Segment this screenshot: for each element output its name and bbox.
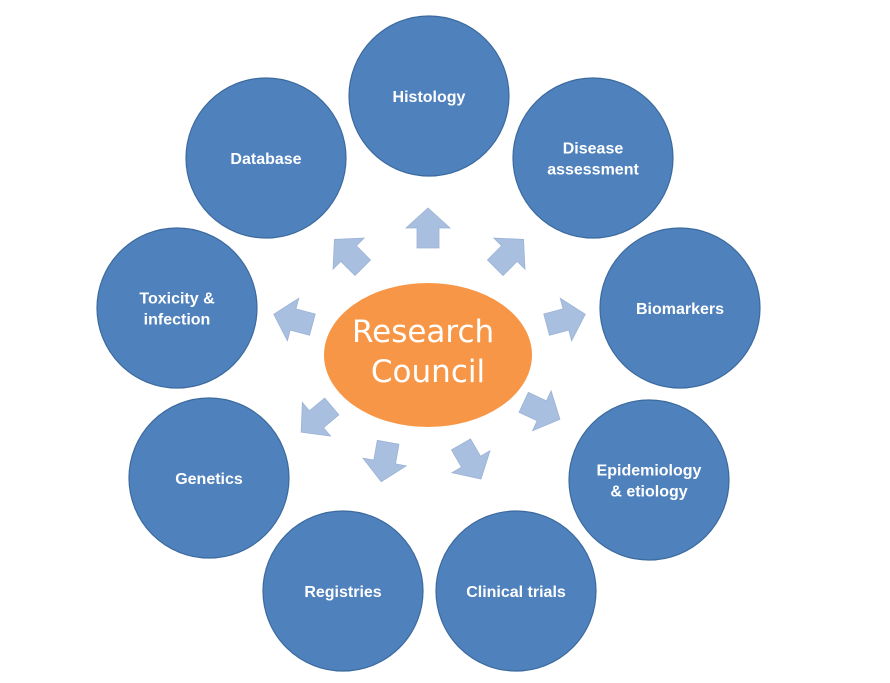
arrow-to-toxicity-infection	[273, 297, 316, 342]
node-label: Histology	[393, 89, 466, 106]
center-label-line-1: Research	[352, 314, 494, 350]
node-circle	[568, 399, 730, 561]
center-label-line-2: Council	[371, 354, 485, 390]
arrow-to-disease-assessment	[486, 237, 526, 277]
arrows-group	[273, 207, 586, 483]
node-epidemiology-etiology: Epidemiology & etiology	[568, 399, 730, 561]
node-label: Registries	[304, 584, 381, 601]
node-label: Clinical trials	[466, 584, 566, 601]
center-label: Research Council	[352, 314, 504, 390]
node-label-line: infection	[144, 312, 211, 329]
arrow-to-histology	[404, 207, 452, 249]
node-label-line: Registries	[304, 584, 381, 601]
node-circle	[185, 77, 347, 239]
node-label-line: Epidemiology	[597, 463, 702, 480]
node-label-line: assessment	[547, 162, 639, 179]
arrow-to-clinical-trials	[450, 438, 491, 480]
node-label: Biomarkers	[636, 301, 724, 318]
node-clinical-trials: Clinical trials	[435, 510, 597, 672]
arrow-to-biomarkers	[543, 297, 586, 342]
node-histology: Histology	[348, 15, 510, 177]
node-label-line: Toxicity &	[139, 291, 215, 308]
node-label-line: Database	[230, 151, 301, 168]
node-label-line: & etiology	[610, 484, 687, 501]
node-label-line: Biomarkers	[636, 301, 724, 318]
node-circle	[599, 227, 761, 389]
node-circle	[435, 510, 597, 672]
node-database: Database	[185, 77, 347, 239]
node-label-line: Genetics	[175, 471, 243, 488]
node-circle	[512, 77, 674, 239]
node-circle	[348, 15, 510, 177]
arrow-to-genetics	[300, 397, 340, 437]
center-node: Research Council	[324, 283, 532, 427]
arrow-to-registries	[362, 439, 408, 483]
center-ellipse	[324, 283, 532, 427]
node-biomarkers: Biomarkers	[599, 227, 761, 389]
node-registries: Registries	[262, 510, 424, 672]
node-label: Database	[230, 151, 301, 168]
node-circle	[96, 227, 258, 389]
node-label: Genetics	[175, 471, 243, 488]
node-disease-assessment: Disease assessment	[512, 77, 674, 239]
node-label-line: Clinical trials	[466, 584, 566, 601]
node-toxicity-infection: Toxicity & infection	[96, 227, 258, 389]
node-label: Toxicity & infection	[139, 291, 215, 329]
arrow-to-epidemiology-etiology	[518, 389, 561, 432]
node-circle	[262, 510, 424, 672]
node-genetics: Genetics	[128, 397, 290, 559]
node-label-line: Disease	[563, 141, 624, 158]
node-label: Disease assessment	[547, 141, 639, 179]
arrow-to-database	[332, 237, 372, 277]
node-label: Epidemiology & etiology	[597, 463, 702, 501]
node-label-line: Histology	[393, 89, 466, 106]
node-circle	[128, 397, 290, 559]
